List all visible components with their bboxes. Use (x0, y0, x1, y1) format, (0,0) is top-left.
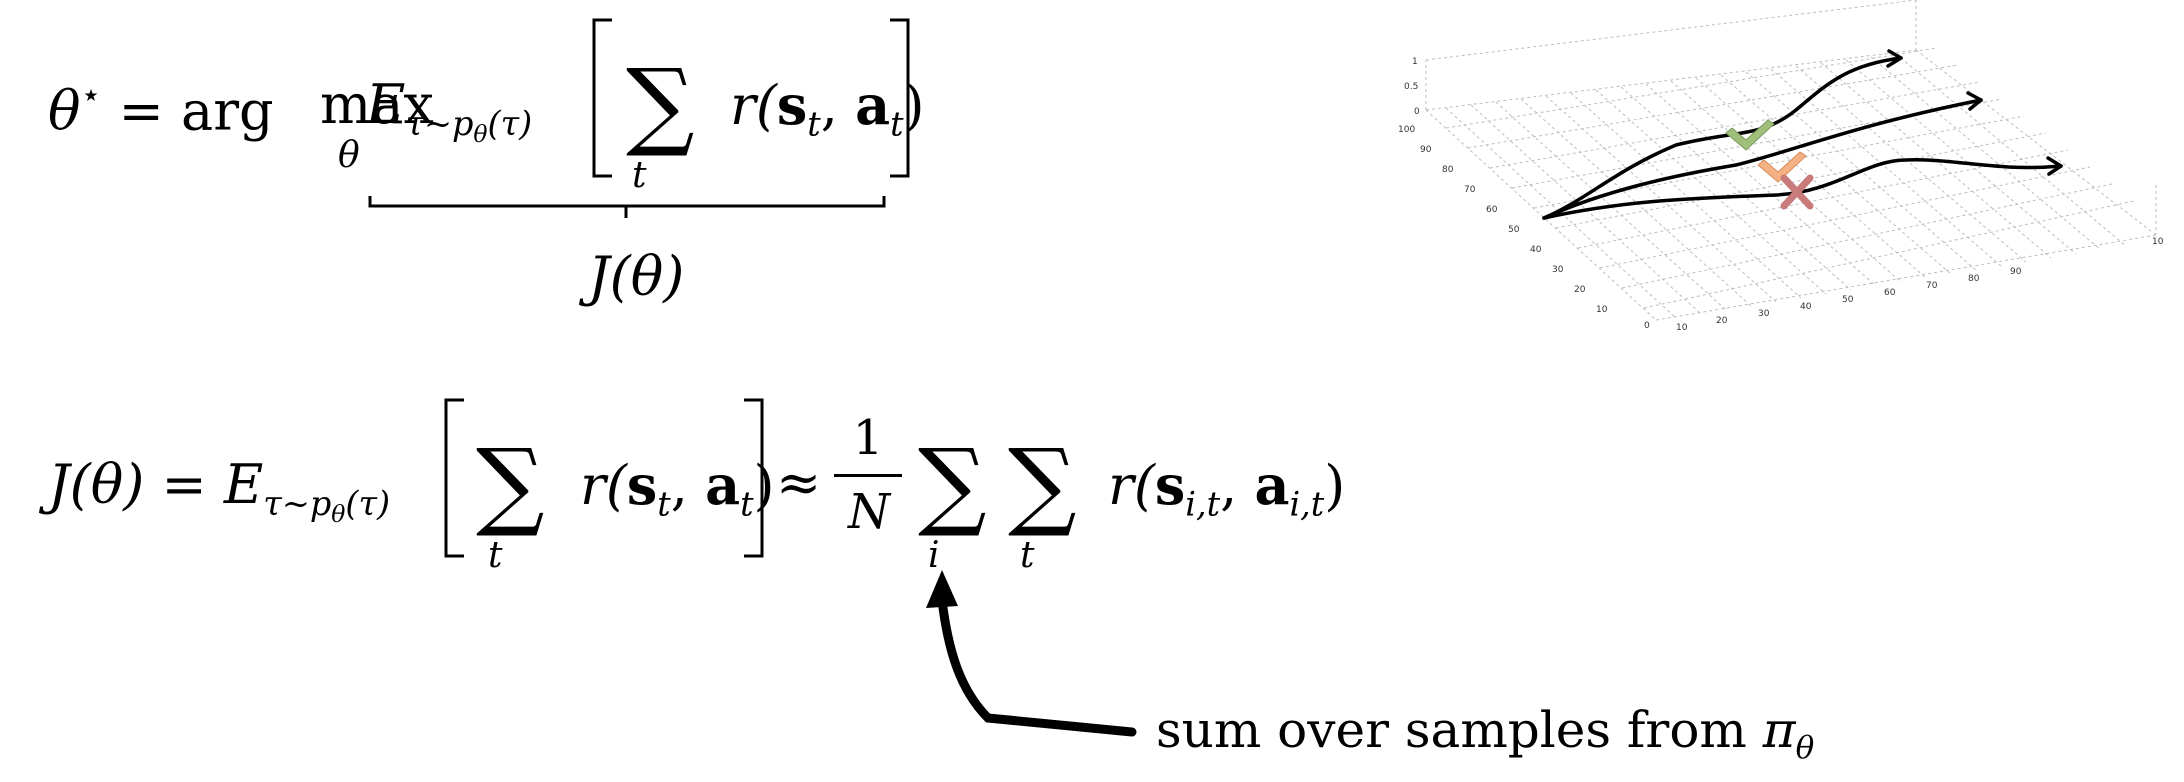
underbrace (368, 196, 886, 218)
y-tick: 60 (1486, 205, 1498, 215)
trajectory-2-arrowhead (1966, 91, 1983, 111)
green-check-icon (1725, 119, 1775, 151)
sample-estimate-equation: J(θ) = Eτ∼pθ(τ) ∑ t r(st, at) ≈ 1 N ∑ i … (48, 398, 1348, 578)
x-tick: 10 (1676, 323, 1688, 333)
max-subscript: θ (338, 135, 360, 176)
left-bracket (444, 398, 464, 558)
y-tick: 30 (1552, 265, 1564, 275)
sample-reward-term: r(si,t, ai,t) (1108, 453, 1346, 524)
approx-symbol: ≈ (776, 451, 822, 514)
fraction-bar (834, 474, 902, 477)
fraction-denominator: N (848, 484, 890, 540)
trajectory-1-arrowhead (1886, 49, 1903, 68)
sum-over-samples: ∑ (918, 428, 987, 540)
y-tick: 100 (1398, 125, 1415, 135)
x-tick: 90 (2010, 267, 2022, 277)
y-axis-ticks: 100 90 80 70 60 50 40 30 20 10 0 (1398, 125, 1650, 331)
sum-index: t (632, 155, 647, 196)
y-tick: 70 (1464, 185, 1476, 195)
annotation-arrow (926, 570, 1137, 737)
x-tick: 40 (1800, 302, 1812, 312)
annotation-text: sum over samples from πθ (1156, 701, 1815, 766)
trajectory-3 (1542, 158, 2063, 220)
x-tick: 70 (1926, 281, 1938, 291)
x-tick: 60 (1884, 288, 1896, 298)
trajectory-2 (1542, 98, 1983, 220)
reward-term: r(st, at) (580, 453, 775, 524)
j-theta-expectation: J(θ) = Eτ∼pθ(τ) (48, 453, 391, 528)
sum-symbol: ∑ (626, 48, 695, 160)
left-bracket (592, 18, 612, 178)
x-tick: 20 (1716, 316, 1728, 326)
underbrace-label: J(θ) (588, 245, 685, 308)
z-tick: 0.5 (1404, 82, 1418, 92)
y-tick: 80 (1442, 165, 1454, 175)
y-tick: 40 (1530, 245, 1542, 255)
x-axis-ticks: 10 20 30 40 50 60 70 80 90 10 (1676, 237, 2164, 333)
sum-time-index: t (1020, 535, 1035, 576)
x-tick: 30 (1758, 309, 1770, 319)
right-bracket (744, 398, 764, 558)
x-tick: 80 (1968, 274, 1980, 284)
right-bracket (890, 18, 910, 178)
sum-sample-index: i (928, 535, 940, 576)
sum-index: t (488, 535, 503, 576)
expectation: Eτ∼pθ(τ) (366, 73, 533, 148)
optimal-theta: θ⋆ = arg (48, 75, 274, 143)
z-tick: 0 (1414, 107, 1420, 117)
y-tick: 50 (1508, 225, 1520, 235)
y-tick: 90 (1420, 145, 1432, 155)
sum-over-time: ∑ (1008, 428, 1077, 540)
trajectory-3-arrowhead (2046, 156, 2063, 176)
fraction-numerator: 1 (852, 410, 884, 466)
z-axis-ticks: 1 0.5 0 (1404, 57, 1420, 117)
y-tick: 10 (1596, 305, 1608, 315)
z-tick: 1 (1412, 57, 1418, 67)
x-tick: 50 (1842, 295, 1854, 305)
orange-check-icon (1757, 151, 1807, 183)
y-tick: 20 (1574, 285, 1586, 295)
y-tick: 0 (1644, 321, 1650, 331)
objective-equation: θ⋆ = arg max θ Eτ∼pθ(τ) ∑ t r(st, at) J(… (48, 18, 925, 318)
trajectory-1 (1542, 56, 1903, 220)
sum-symbol: ∑ (476, 428, 545, 540)
x-tick: 10 (2152, 237, 2164, 247)
max-operator: max (320, 73, 434, 136)
red-cross-icon (1780, 174, 1814, 210)
trajectory-3d-plot: 1 0.5 0 100 90 80 70 60 50 40 30 20 10 0… (1398, 0, 2164, 333)
